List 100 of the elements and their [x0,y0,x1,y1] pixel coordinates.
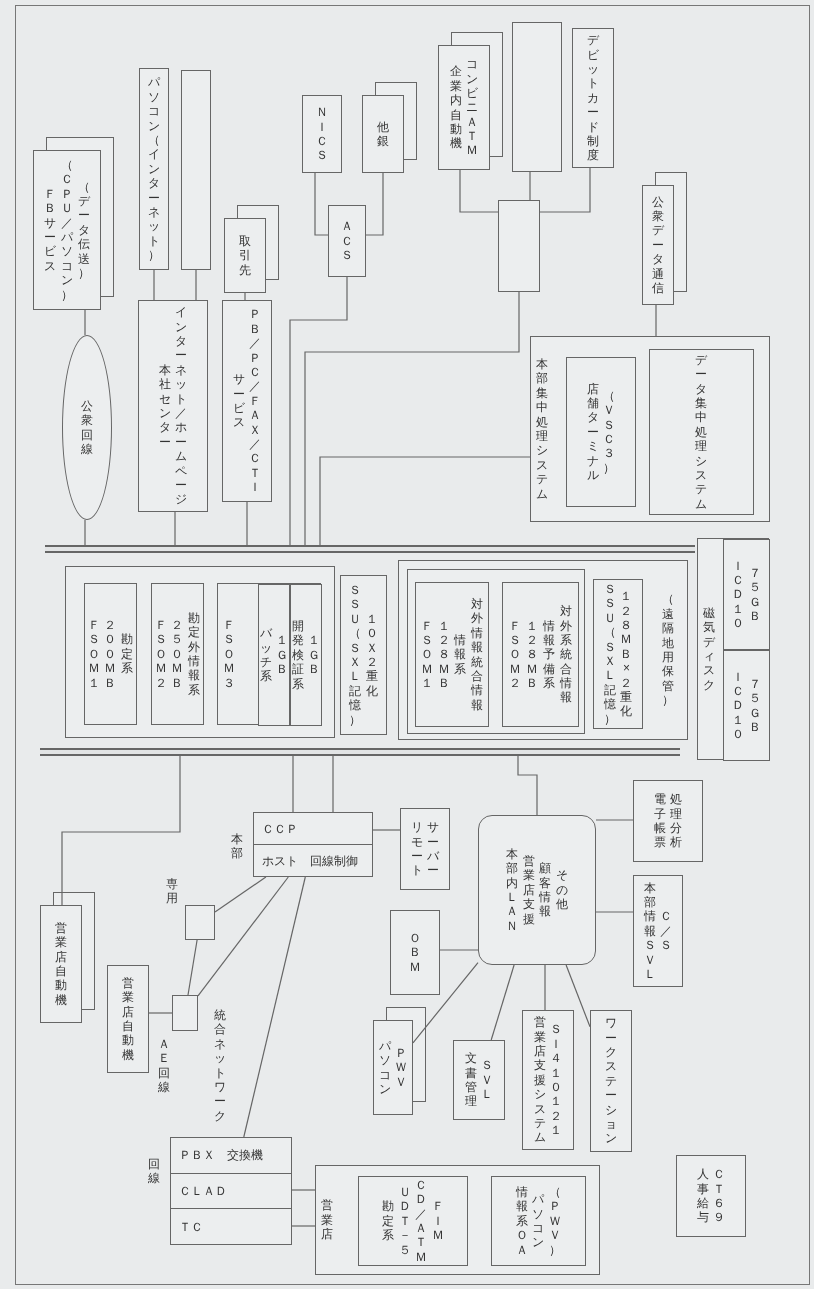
system-box [676,1155,746,1237]
node-label: ＦＳＯＭ３ [222,618,236,690]
connector-line [529,171,531,201]
system-box [340,575,387,735]
node-label: デビットカード制度 [586,33,600,163]
connector-line [214,876,267,913]
system-box [642,185,674,305]
node-label: 他銀 [376,119,390,149]
system-box [328,205,366,277]
node-label: 開発検証系 [290,619,305,691]
node-label: 情報系 [453,632,468,677]
node-label: 処理分析 [669,792,684,850]
connector-line [314,172,329,236]
lan-box [478,815,596,965]
bus-bar [40,748,680,756]
system-box [373,1020,413,1115]
system-box [253,812,373,877]
system-box [84,583,137,725]
node-label: 人事給与 [695,1167,710,1225]
node-label: 公衆データ通信 [651,194,665,296]
connector-line [490,964,515,1041]
line-label: 専用 [166,877,179,906]
node-label: 顧客情報 [538,861,553,919]
system-box [438,45,490,170]
system-box [185,905,215,940]
system-box [512,22,562,172]
connector-line [544,964,546,1011]
connector-line [565,964,591,1028]
node-label: サービス [231,372,246,430]
connector-line [595,911,634,913]
node-label: １２８ＭＢ×２重化 [619,589,634,719]
system-box [453,1040,505,1120]
node-label: 営業店自動機 [121,975,135,1063]
node-label: （ＰＷＶ） [548,1185,563,1257]
connector-line [148,1012,173,1014]
node-label: リモート [409,820,424,878]
node-label: ＳＳＵ（ＳＸＬ記憶） [348,583,362,727]
connector-line [174,511,176,546]
group-box [697,538,769,760]
node-label: パソコン [531,1192,546,1250]
system-box [138,300,208,512]
node-label: 勘定系 [120,632,135,676]
connector-line [291,1189,316,1191]
row-label: ＰＢＸ 交換機 [178,1147,264,1165]
system-box [358,1176,468,1266]
connector-line [459,169,499,213]
connector-line [289,276,348,546]
connector-line [332,755,334,813]
system-box [649,349,754,515]
connector-line [153,269,155,301]
bus-bar [45,545,695,553]
system-box [723,539,770,650]
node-label: その他 [555,868,570,912]
connector-line [291,1225,316,1227]
node-label: パソコン（インターネット） [147,75,161,263]
node-label: 対外情報統合情報 [470,596,485,713]
node-label: ＳＳＵ（ＳＸＬ記憶） [602,582,617,726]
row-label: ＴＣ [171,1208,291,1244]
connector-line [517,755,538,816]
system-box [362,95,404,173]
system-box [572,28,614,168]
node-label: 情報予備系 [542,618,556,691]
connector-line [197,876,289,997]
node-label: 企業内自動機 [448,64,463,151]
group-box [530,336,770,522]
row-label: ホスト 回線制御 [254,844,372,876]
node-label: 磁気ディスク [702,605,716,693]
node-label: 勘定外情報系 [187,610,202,698]
system-box [522,1010,574,1150]
node-label: 営業店 [320,1198,334,1242]
system-box [723,650,770,761]
node-label: Ｃ／Ｓ [659,909,674,953]
connector-line [187,939,198,996]
node-label: 電子帳票 [652,792,667,850]
system-box [491,1176,586,1266]
system-box [390,910,440,995]
node-label: ＩＣＤ１０ [731,669,745,742]
node-label: 対外系統合情報 [558,604,573,705]
node-label: ＩＣＤ１０ [731,558,745,631]
line-label: 本部 [231,832,244,861]
line-label: ＡＥ回線 [158,1037,171,1095]
row-label: ＣＬＡＤ [171,1172,291,1209]
row-label: ＣＣＰ [261,820,299,838]
system-box [502,582,579,727]
system-box [139,68,169,270]
connector-line [304,291,520,546]
system-box [181,70,211,270]
node-label: 勘定系 [380,1199,395,1243]
node-label: （遠隔地用保管） [661,592,675,708]
system-box [415,582,489,727]
system-box [566,357,636,507]
network-label: 統合ネットワーク [214,1008,227,1124]
connector-line [655,304,657,337]
group-box [398,560,688,740]
connector-line [439,949,479,951]
node-label: 営業店自動機 [54,920,68,1008]
group-box [407,569,585,734]
system-box [593,579,643,729]
connector-line [195,269,197,301]
node-label: 営業店支援システム [532,1015,547,1145]
